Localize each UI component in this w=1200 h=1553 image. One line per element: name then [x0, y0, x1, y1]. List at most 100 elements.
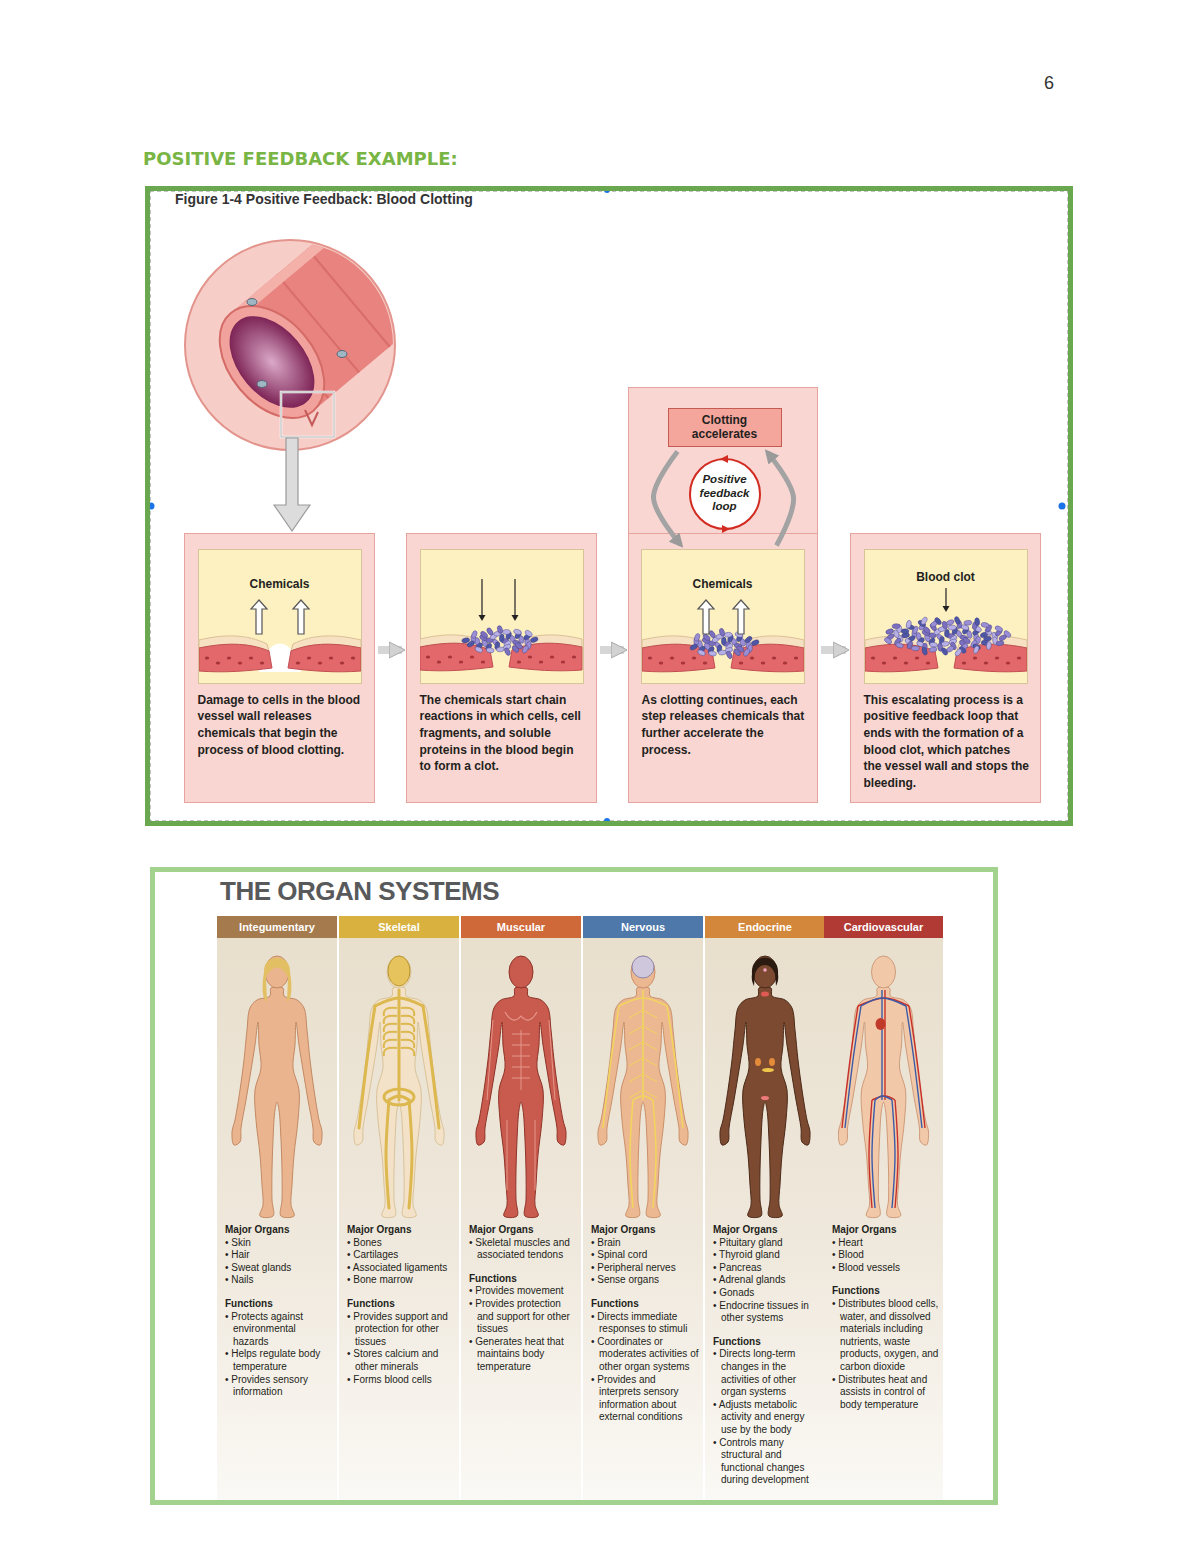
- list-item: • Protects against environmental hazards: [225, 1311, 333, 1349]
- list-item: • Bones: [347, 1237, 455, 1250]
- drawing-part: [571, 655, 575, 658]
- drawing-part: [199, 286, 346, 438]
- wound-drawing: [420, 579, 582, 671]
- drawing-part: [762, 1068, 774, 1072]
- drawing-part: [642, 635, 715, 671]
- drawing-part: [731, 635, 804, 671]
- organ-figure: [705, 938, 825, 1224]
- drawing-part: [461, 637, 470, 644]
- system-panel: Major Organs• Skeletal muscles and assoc…: [461, 938, 581, 1500]
- body-figure: [354, 956, 444, 1218]
- drawing-part: [725, 650, 733, 659]
- drawing-part: [731, 644, 804, 672]
- list-item: • Forms blood cells: [347, 1374, 455, 1387]
- drawing-part: [1016, 656, 1020, 659]
- drawing-part: [317, 661, 321, 664]
- drawing-part: [643, 1026, 657, 1034]
- body-figure: [232, 956, 322, 1218]
- list-item: • Stores calcium and other minerals: [347, 1348, 455, 1373]
- drawing-part: [398, 990, 401, 1100]
- drawing-part: [629, 1042, 643, 1050]
- list-heading: Major Organs: [225, 1224, 333, 1237]
- list-item: • Provides movement: [469, 1285, 577, 1298]
- list-heading: Major Organs: [591, 1224, 699, 1237]
- drawing-part: [963, 620, 971, 625]
- drawing-part: [881, 661, 885, 664]
- drawing-part: [295, 661, 299, 664]
- drawing-part: [535, 1120, 536, 1190]
- drawing-part: [384, 1016, 397, 1024]
- drawing-part: [487, 1020, 493, 1100]
- drawing-part: [994, 624, 1003, 632]
- system-name: Nervous: [583, 916, 703, 938]
- step-box: The chemicals start chain reactions in w…: [406, 533, 597, 803]
- drawing-part: [1005, 661, 1009, 664]
- system-panel: Major Organs• Bones• Cartilages• Associa…: [339, 938, 459, 1500]
- drawing-part: [339, 661, 343, 664]
- drawing-part: [858, 998, 909, 1006]
- list-item: • Skin: [225, 1237, 333, 1250]
- drawing-part: [529, 635, 538, 642]
- drawing-part: [257, 381, 267, 388]
- drawing-part: [549, 1020, 555, 1100]
- drawing-part: [232, 987, 322, 1218]
- drawing-part: [386, 1100, 389, 1208]
- page-number: 6: [1044, 72, 1054, 94]
- organ-frame: THE ORGAN SYSTEMSIntegumentaryMajor Orga…: [150, 867, 998, 1505]
- drawing-part: [940, 646, 948, 655]
- panel-drawing: [420, 549, 584, 684]
- drawing-part: [505, 1012, 537, 1020]
- drawing-part: [885, 627, 894, 634]
- illustration-panel: Blood clot: [864, 549, 1028, 684]
- drawing-part: [496, 624, 503, 633]
- drawing-part: [690, 459, 760, 529]
- drawing-part: [401, 1040, 414, 1048]
- system-header: Endocrine: [705, 916, 825, 938]
- drawing-part: [375, 998, 423, 1006]
- drawing-part: [603, 1006, 619, 1128]
- list-item: • Pituitary gland: [713, 1237, 821, 1250]
- drawing-part: [653, 1100, 656, 1208]
- list-item: • Bone marrow: [347, 1274, 455, 1287]
- list-item: • Provides sensory information: [225, 1374, 333, 1399]
- drawing-part: [199, 644, 272, 672]
- drawing-part: [458, 660, 462, 663]
- drawing-part: [384, 1048, 397, 1056]
- step-box: As clotting continues, each step release…: [628, 387, 818, 803]
- drawing-part: [359, 1006, 375, 1128]
- drawing-part: [633, 1096, 653, 1100]
- drawing-part: [1002, 629, 1011, 638]
- list-item: • Thyroid gland: [713, 1249, 821, 1262]
- drawing-part: [511, 644, 520, 653]
- system-header: Skeletal: [339, 916, 459, 938]
- step-box: This escalating process is a positive fe…: [850, 533, 1041, 803]
- panel-label: Chemicals: [199, 577, 361, 591]
- drawing-part: [761, 1096, 769, 1100]
- flow-arrow: [600, 646, 624, 654]
- drawing-part: [511, 615, 518, 621]
- drawing-part: [914, 656, 918, 659]
- zoom-box: [281, 392, 334, 437]
- drawing-part: [752, 958, 779, 987]
- drawing-part: [642, 990, 644, 1100]
- list-heading: Major Organs: [713, 1224, 821, 1237]
- drawing-part: [388, 956, 410, 986]
- list-item: • Peripheral nerves: [591, 1262, 699, 1275]
- drawing-part: [226, 656, 230, 659]
- drawing-part: [669, 656, 673, 659]
- drawing-part: [401, 1016, 414, 1024]
- drawing-part: [925, 661, 929, 664]
- list-item: • Nails: [225, 1274, 333, 1287]
- drawing-part: [642, 644, 715, 672]
- drawing-part: [920, 616, 928, 625]
- drawing-part: [521, 1030, 522, 1090]
- drawing-part: [761, 992, 769, 997]
- drawing-part: [845, 1006, 861, 1128]
- list-item: • Associated ligaments: [347, 1262, 455, 1275]
- drawing-part: [384, 1008, 397, 1016]
- drawing-part: [708, 650, 717, 656]
- drawing-part: [724, 632, 732, 637]
- drawing-part: [948, 625, 956, 630]
- drawing-part: [409, 1100, 412, 1208]
- organ-figure: [824, 938, 943, 1224]
